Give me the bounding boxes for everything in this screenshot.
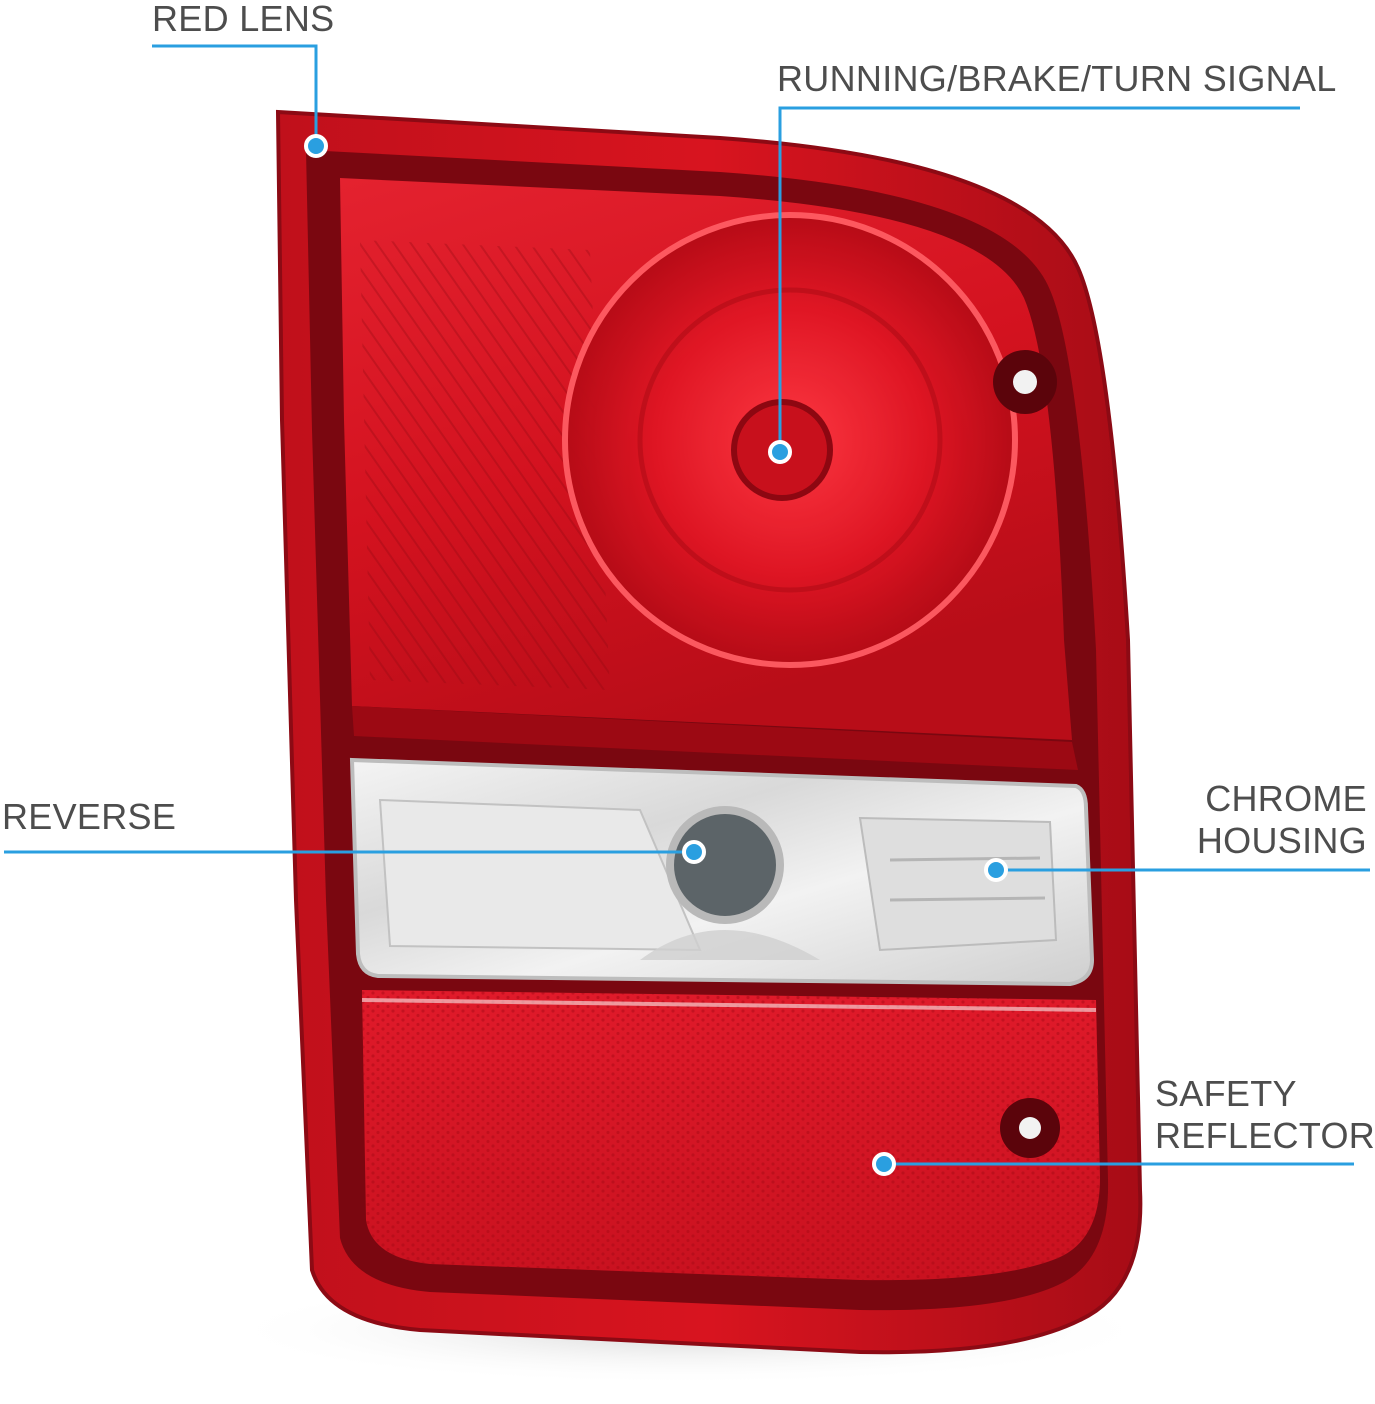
leader-running (778, 106, 1300, 452)
label-chrome-housing: CHROME HOUSING (1197, 778, 1367, 862)
dot-running (768, 440, 792, 464)
upper-ribs (360, 240, 610, 690)
leader-red-lens (152, 44, 318, 146)
callout-dots (304, 134, 1008, 1176)
dot-safety (872, 1152, 896, 1176)
label-chrome-line2: HOUSING (1196, 820, 1367, 861)
label-running-brake-turn-signal: RUNNING/BRAKE/TURN SIGNAL (777, 58, 1337, 100)
label-safety-reflector: SAFETY REFLECTOR (1155, 1073, 1375, 1157)
dot-reverse (682, 840, 706, 864)
callout-leaders (4, 44, 1370, 1166)
label-safety-line2: REFLECTOR (1155, 1115, 1375, 1156)
label-reverse: REVERSE (2, 796, 176, 838)
dot-chrome (984, 858, 1008, 882)
label-red-lens: RED LENS (152, 0, 334, 40)
label-safety-line1: SAFETY (1155, 1073, 1297, 1114)
reverse-bulb-socket (666, 806, 784, 924)
label-chrome-line1: CHROME (1205, 778, 1367, 819)
label-red-lens-line1: RED LENS (152, 0, 335, 39)
label-running-line1: RUNNING/BRAKE/TURN SIGNAL (777, 58, 1337, 99)
label-reverse-line1: REVERSE (2, 796, 177, 837)
dot-red-lens (304, 134, 328, 158)
